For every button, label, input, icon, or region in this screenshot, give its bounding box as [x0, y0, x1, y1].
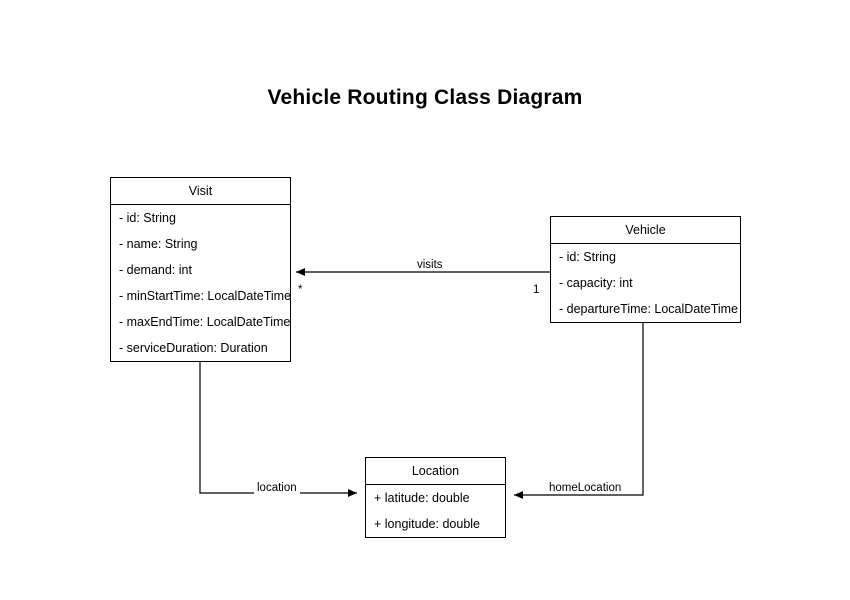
class-name-visit: Visit [111, 178, 290, 205]
association-line-homelocation [514, 321, 644, 499]
association-label-homelocation: homeLocation [546, 482, 625, 494]
attribute-item: + latitude: double [374, 491, 470, 505]
attribute-list-visit: - id: String - name: String - demand: in… [111, 205, 292, 361]
class-box-visit[interactable]: Visit - id: String - name: String - dema… [110, 177, 291, 362]
association-label-location: location [254, 482, 300, 494]
attribute-item: - capacity: int [559, 276, 633, 290]
page-title: Vehicle Routing Class Diagram [267, 86, 583, 109]
attribute-item: - maxEndTime: LocalDateTime [119, 315, 291, 329]
class-name-location: Location [366, 458, 505, 485]
attribute-item: - name: String [119, 237, 198, 251]
attribute-item: - demand: int [119, 263, 192, 277]
attribute-item: - id: String [559, 250, 616, 264]
attribute-item: - serviceDuration: Duration [119, 341, 268, 355]
class-box-location[interactable]: Location + latitude: double + longitude:… [365, 457, 506, 538]
multiplicity-visits-visit-side: * [298, 284, 303, 296]
association-label-visits: visits [414, 259, 446, 271]
class-name-vehicle: Vehicle [551, 217, 740, 244]
association-line-location [199, 359, 357, 497]
attribute-item: + longitude: double [374, 517, 480, 531]
attribute-item: - departureTime: LocalDateTime [559, 302, 739, 316]
class-box-vehicle[interactable]: Vehicle - id: String - capacity: int - d… [550, 216, 741, 323]
attribute-item: - id: String [119, 211, 176, 225]
multiplicity-visits-vehicle-side: 1 [533, 284, 540, 296]
attribute-item: - minStartTime: LocalDateTime [119, 289, 292, 303]
attribute-list-location: + latitude: double + longitude: double [366, 485, 505, 537]
attribute-list-vehicle: - id: String - capacity: int - departure… [551, 244, 740, 322]
